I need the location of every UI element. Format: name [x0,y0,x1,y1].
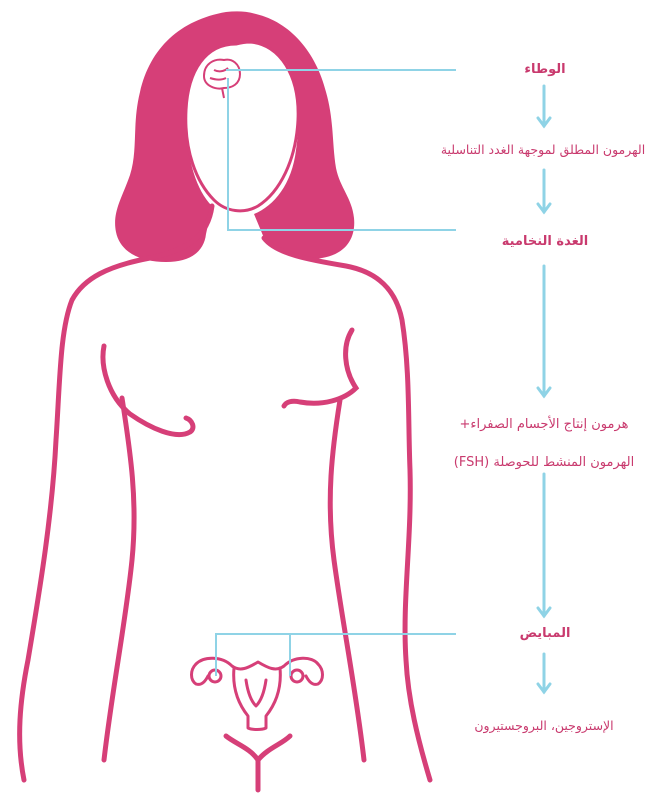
body-outline-right [264,238,430,780]
ovaries-label: المبايض [460,626,630,641]
left-arm-line [104,398,134,760]
arrow-down-icon [538,86,550,692]
face-outline [186,42,298,211]
legs-outline [226,736,290,790]
gnrh-label: الهرمون المطلق لموجهة الغدد التناسلية [424,142,662,157]
hypothalamus-label: الوطاء [460,62,630,77]
pituitary-label: الغدة النخامية [460,234,630,249]
left-breast [103,346,193,435]
uterus-icon [192,658,323,729]
fsh-label: الهرمون المنشط للحوصلة (FSH) [430,450,658,476]
body-outline [20,206,212,780]
right-arm-line [330,400,364,760]
hormones-label: الإستروجين، البروجستيرون [430,718,658,733]
right-breast [284,330,356,406]
lh-label: هرمون إنتاج الأجسام الصفراء+ [430,412,658,438]
